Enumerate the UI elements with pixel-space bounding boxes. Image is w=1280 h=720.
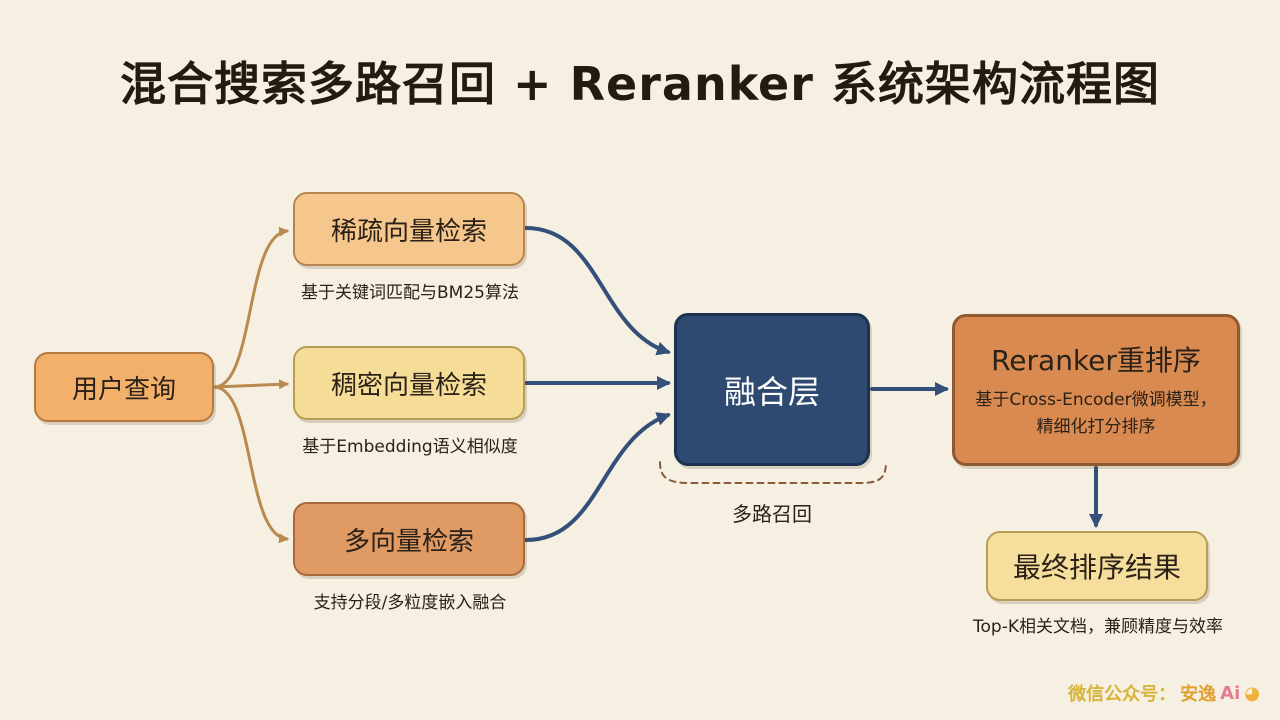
node-reranker: Reranker重排序 基于Cross-Encoder微调模型，精细化打分排序 (952, 314, 1240, 466)
node-fusion-layer: 融合层 (674, 313, 870, 466)
sparse-description: 基于关键词匹配与BM25算法 (301, 283, 519, 303)
node-label: 稀疏向量检索 (330, 216, 487, 247)
edge-query-dense (212, 379, 289, 390)
page-title: 混合搜索多路召回 + Reranker 系统架构流程图 (120, 57, 1160, 111)
node-final-ranking: 最终排序结果 (986, 531, 1208, 601)
watermark-suffix: Ai (1220, 682, 1241, 704)
node-label: 最终排序结果 (1012, 551, 1181, 584)
edge-query-sparse (212, 226, 289, 389)
multi-description: 支持分段/多粒度嵌入融合 (313, 593, 507, 613)
rerank-description: 基于Cross-Encoder微调模型，精细化打分排序 (975, 390, 1217, 437)
node-label: Reranker重排序 (991, 344, 1201, 377)
multi-recall-label: 多路召回 (732, 502, 812, 526)
node-label: 用户查询 (71, 374, 176, 405)
edge-sparse-fusion (524, 226, 671, 356)
group-bracket (659, 461, 887, 484)
watermark-name: 安逸 (1180, 684, 1217, 705)
bird-icon: ◕ (1244, 682, 1260, 704)
node-sparse-retrieval: 稀疏向量检索 (293, 192, 525, 266)
edge-multi-fusion (524, 412, 671, 542)
node-label: 稠密向量检索 (330, 370, 487, 401)
node-dense-retrieval: 稠密向量检索 (293, 346, 525, 420)
dense-description: 基于Embedding语义相似度 (302, 437, 518, 457)
node-label: 融合层 (723, 372, 820, 411)
edge-query-multi (212, 385, 289, 544)
node-multi-vector-retrieval: 多向量检索 (293, 502, 525, 576)
final-description: Top-K相关文档，兼顾精度与效率 (973, 617, 1223, 637)
node-user-query: 用户查询 (34, 352, 214, 422)
watermark-prefix: 微信公众号： (1068, 684, 1177, 705)
node-label: 多向量检索 (343, 526, 474, 557)
watermark: 微信公众号： 安逸 Ai ◕ (1068, 680, 1260, 706)
